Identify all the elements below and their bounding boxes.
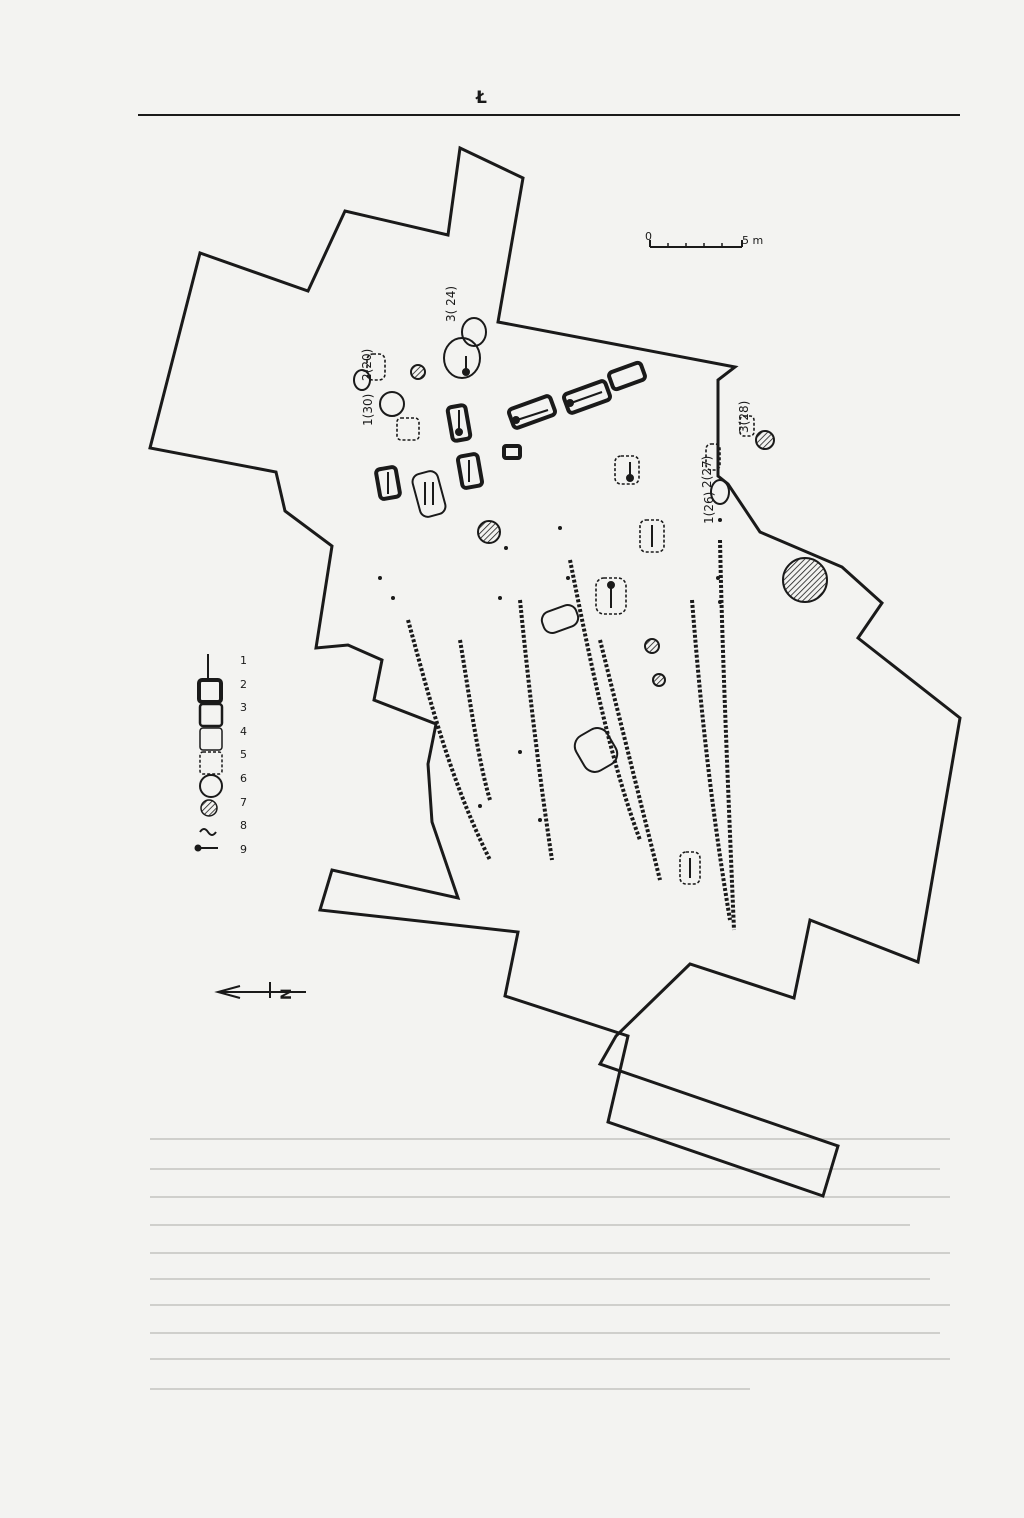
graves-thin (411, 470, 619, 773)
legend-item: 1 (240, 654, 247, 667)
legend-item: 2 (240, 677, 247, 691)
graves-ovals (353, 317, 730, 505)
scale-bar (649, 240, 743, 248)
legend-item: 3 (240, 701, 247, 715)
header-rule (138, 114, 960, 116)
legend-item: 5 (240, 748, 247, 762)
post-dots (378, 518, 722, 822)
graves-dashed (366, 353, 755, 885)
north-arrow (214, 982, 306, 999)
north-label: N (279, 988, 295, 1000)
grave-label: 2(20) (360, 348, 374, 381)
grave-label: 1(30) (361, 393, 375, 426)
trench-outline (148, 145, 962, 1198)
legend-item: 7 (240, 795, 247, 809)
running-header: Ł (476, 88, 487, 108)
grave-label: 1(26) (702, 491, 716, 524)
scale-end: 5 m (742, 234, 764, 247)
burial-arrows (387, 356, 691, 878)
legend-item: 4 (240, 724, 247, 738)
scale-start: 0 (645, 230, 652, 243)
post-lines (406, 539, 736, 931)
grave-label: 2(27) (700, 455, 714, 488)
grave-label: 3( 24) (444, 285, 458, 322)
graves-bold (374, 360, 647, 501)
legend-item: 8 (240, 819, 247, 833)
legend-item: 6 (240, 771, 247, 785)
legend: 1 2 3 4 5 6 7 8 9 (190, 652, 260, 864)
grave-label: 3(28) (737, 400, 751, 433)
pits-hatched (410, 364, 828, 687)
legend-symbols (194, 654, 224, 852)
legend-item: 9 (240, 842, 247, 856)
